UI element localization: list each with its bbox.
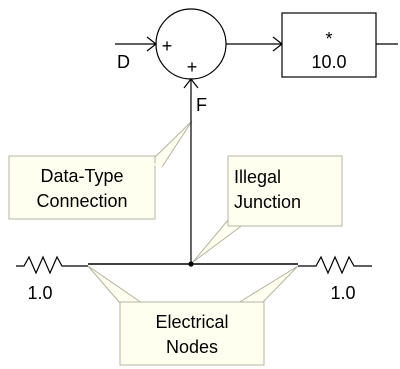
callout-illegal-junction: Illegal Junction [192,155,343,263]
input-d-connection[interactable]: D [115,36,157,72]
callout-seam [149,161,163,168]
callout-label-line2: Nodes [166,337,218,357]
callout-box [8,155,156,220]
gain-block-box[interactable] [281,12,377,78]
callout-box [119,301,265,366]
callout-electrical-nodes: Electrical Nodes [87,265,299,366]
summer-output-connection[interactable] [226,36,283,52]
callout-data-type-connection: Data-Type Connection [8,120,193,220]
f-arrowhead [183,78,199,89]
gain-block[interactable]: * 10.0 [281,12,398,78]
callout-pointer [149,120,193,168]
summing-junction[interactable]: + + [155,8,227,80]
callout-label-line1: Electrical [155,312,228,332]
f-data-type-connection[interactable]: F [183,78,207,262]
summer-sign-left: + [162,36,173,56]
resistor-left[interactable] [16,255,88,275]
callout-pointer-right [236,265,299,304]
illegal-junction-dot[interactable] [188,261,194,267]
callout-label-line1: Data-Type [40,166,123,186]
resistor-right[interactable] [298,255,372,275]
gain-value: 10.0 [311,52,346,72]
callout-pointer-left [87,265,144,304]
gain-operator: * [325,29,332,49]
d-signal-label: D [117,52,130,72]
d-arrowhead [146,36,157,52]
resistor-left-value: 1.0 [27,283,52,303]
callout-label-line2: Connection [36,191,127,211]
callout-box [227,155,343,227]
callout-label-line1: Illegal [234,167,281,187]
resistor-right-value: 1.0 [330,283,355,303]
f-signal-label: F [196,95,207,115]
callout-label-line2: Junction [234,192,301,212]
summer-sign-bottom: + [187,57,198,77]
electrical-network[interactable]: 1.0 1.0 [16,255,372,303]
